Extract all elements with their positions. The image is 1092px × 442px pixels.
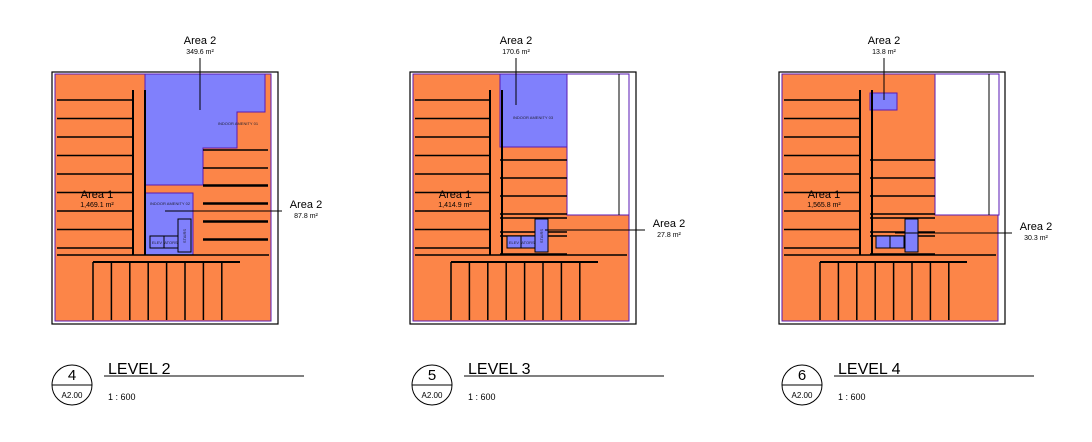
sheet-number: A2.00 [792,391,813,400]
sheet-number: A2.00 [62,391,83,400]
room-label-stairs: STAIRS [539,229,544,243]
area-2-fill [869,92,898,111]
building-outline [778,71,1006,325]
area-1-value: 1,414.9 m² [438,202,472,209]
area-2-side-label: Area 2 [653,218,685,230]
area-1-value: 1,565.8 m² [807,202,841,209]
area-2-side-value: 87.8 m² [294,213,318,220]
view-scale: 1 : 600 [108,392,136,402]
open-void [934,73,1000,216]
view-title: LEVEL 2 [108,361,171,378]
area-2-side-label: Area 2 [290,199,322,211]
view-number: 4 [68,367,76,384]
stairs-fill [904,218,919,253]
view-title: LEVEL 3 [468,361,531,378]
room-label-stairs: STAIRS [182,229,187,243]
room-label-elevators: ELEV [152,240,163,245]
stairs-fill [534,218,549,253]
area-1-label: Area 1 [439,189,471,201]
room-label-elevators: ATORS [164,240,178,245]
area-2-value: 13.8 m² [872,49,896,56]
floor-plan-level-4: Area 11,565.8 m² Area 2 13.8 m² Area 2 30.3 … [778,35,1052,406]
view-number: 5 [428,367,436,384]
stairs-fill [177,218,192,253]
building-outline [51,71,279,325]
room-label-amenity: INDOOR AMENITY 02 [150,201,191,206]
area-2-side-value: 30.3 m² [1024,235,1048,242]
area-1-label: Area 1 [81,189,113,201]
sheet-number: A2.00 [422,391,443,400]
area-2-side-value: 27.8 m² [657,232,681,239]
room-label-elevators: ATORS [521,240,535,245]
room-label-elevators: ELEV [509,240,520,245]
building-outline [409,71,637,325]
area-2-label: Area 2 [500,35,532,47]
area-2-label: Area 2 [184,35,216,47]
area-2-value: 349.6 m² [186,49,214,56]
area-2-fill [499,73,568,148]
view-scale: 1 : 600 [838,392,866,402]
room-label-amenity: INDOOR AMENITY 01 [218,121,259,126]
area-1-label: Area 1 [808,189,840,201]
area-2-fill [144,73,266,186]
room-label-amenity: INDOOR AMENITY 03 [513,115,554,120]
view-number: 6 [798,367,806,384]
view-scale: 1 : 600 [468,392,496,402]
open-void [566,73,630,216]
area-2-value: 170.6 m² [502,49,530,56]
area-2-side-label: Area 2 [1020,221,1052,233]
area-1-value: 1,469.1 m² [80,202,114,209]
view-title: LEVEL 4 [838,361,901,378]
area-2-label: Area 2 [868,35,900,47]
